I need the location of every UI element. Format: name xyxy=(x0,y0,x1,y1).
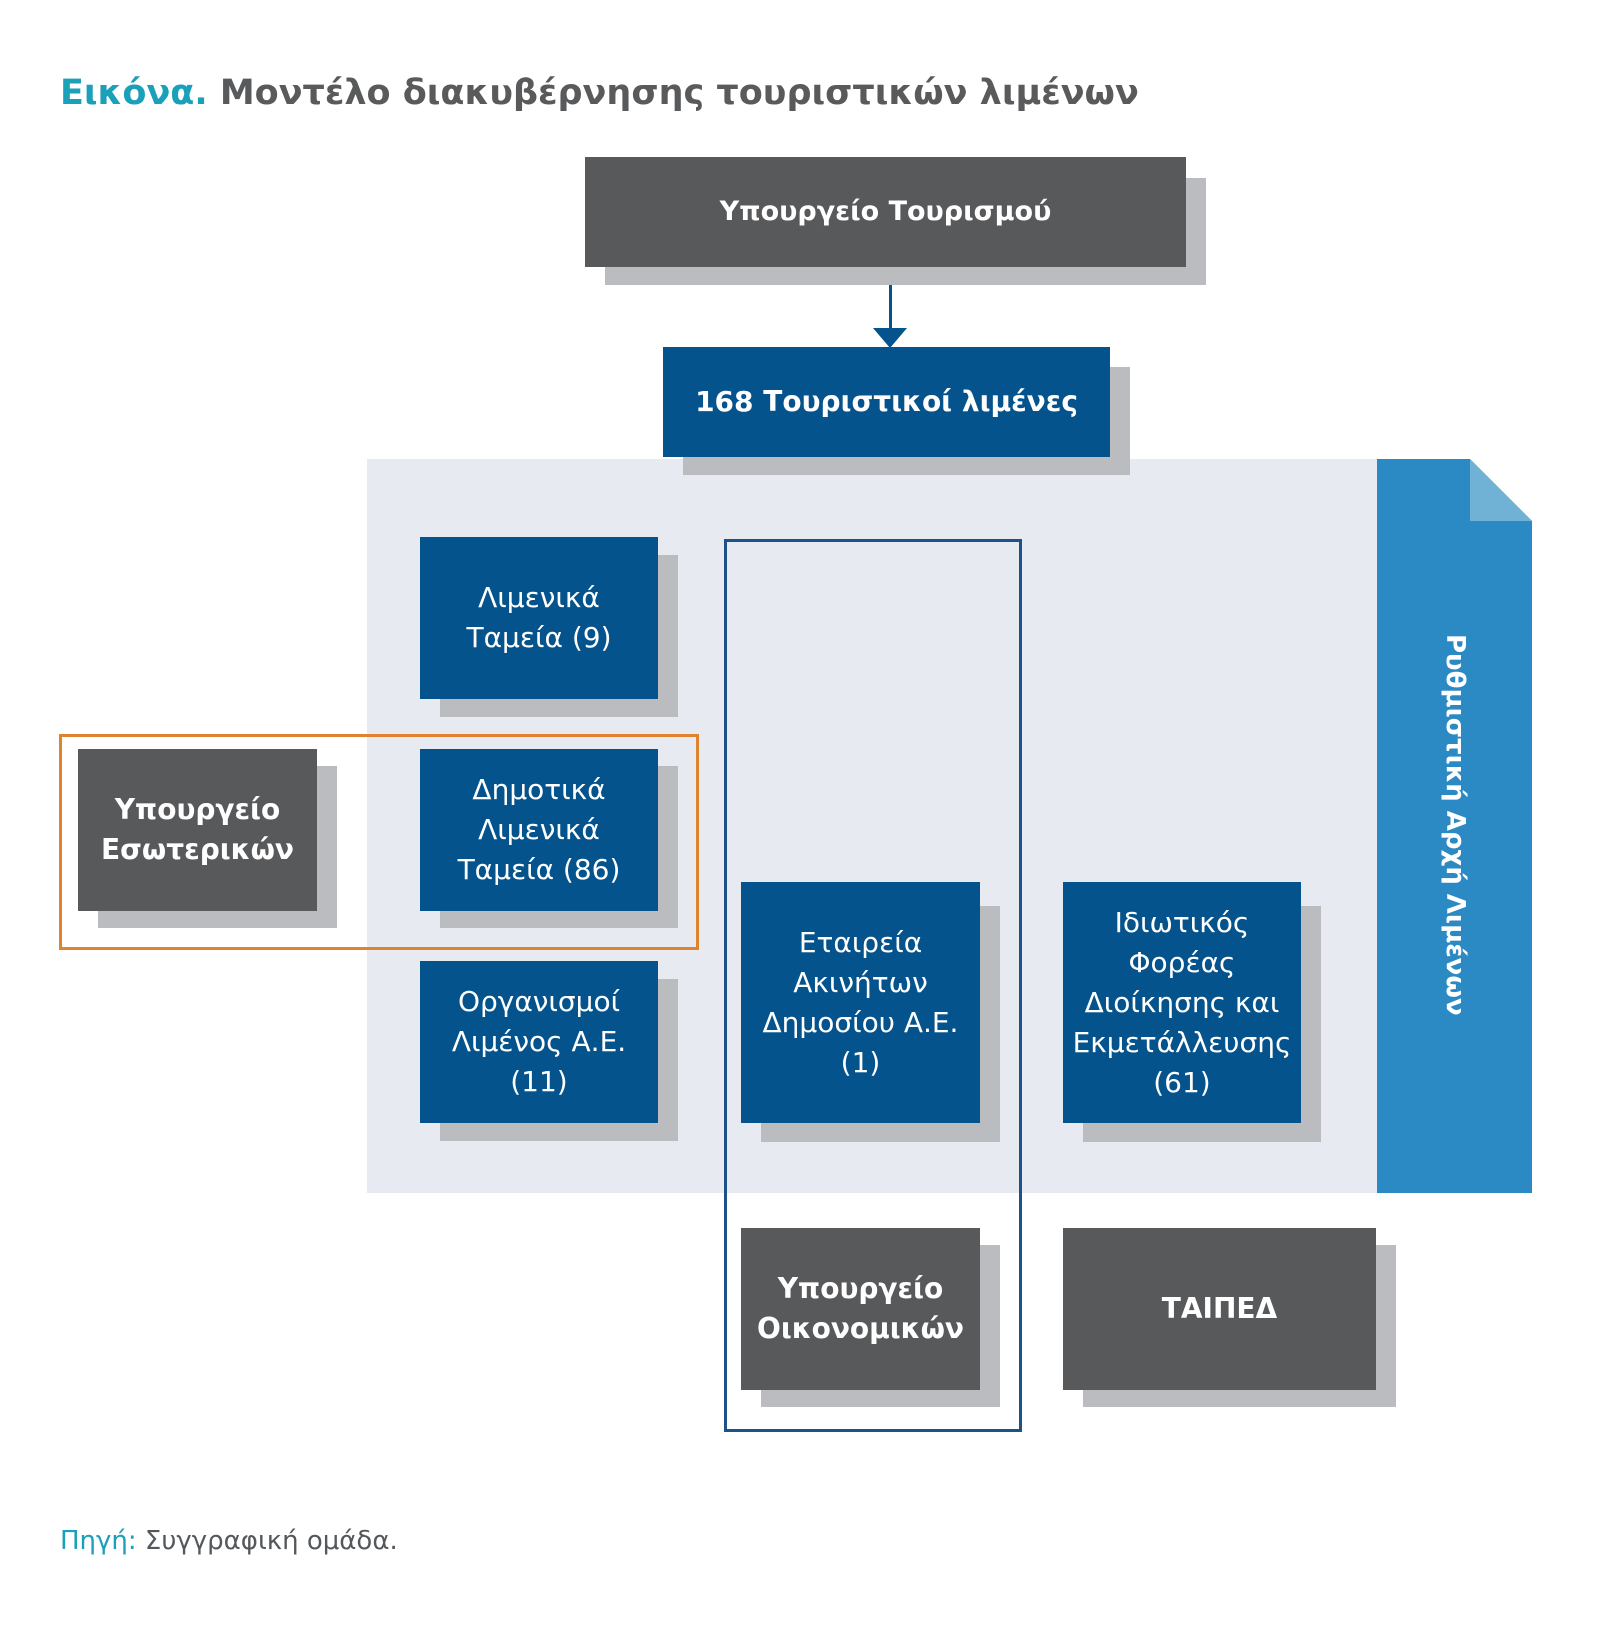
finance-group-frame xyxy=(724,539,1022,1432)
regulatory-authority-label: Ρυθμιστική Αρχή Λιμένων xyxy=(1440,634,1470,1016)
port-organizations-box: Οργανισμοί Λιμένος Α.Ε. (11) xyxy=(420,961,658,1123)
municipal-port-funds-box: Δημοτικά Λιμενικά Ταμεία (86) xyxy=(420,749,658,911)
port-funds-box: Λιμενικά Ταμεία (9) xyxy=(420,537,658,699)
figure-title-text: Μοντέλο διακυβέρνησης τουριστικών λιμένω… xyxy=(219,73,1139,113)
interior-highlight-frame xyxy=(59,734,699,950)
regulatory-authority-label-wrap: Ρυθμιστική Αρχή Λιμένων xyxy=(1416,630,1494,1020)
taiped-box: ΤΑΙΠΕΔ xyxy=(1063,1228,1376,1390)
figure-title: Εικόνα. Μοντέλο διακυβέρνησης τουριστικώ… xyxy=(60,73,1139,113)
ministry-tourism-box: Υπουργείο Τουρισμού xyxy=(585,157,1186,267)
regulatory-authority-tab xyxy=(1377,459,1532,1193)
source-note: Πηγή: Συγγραφική ομάδα. xyxy=(60,1526,398,1556)
figure-label: Εικόνα. xyxy=(60,73,208,113)
ministry-finance-box: Υπουργείο Οικονομικών xyxy=(741,1228,980,1390)
arrow-head xyxy=(873,328,907,348)
folded-corner xyxy=(1470,459,1532,521)
ministry-interior-box: Υπουργείο Εσωτερικών xyxy=(78,749,317,911)
source-text: Συγγραφική ομάδα. xyxy=(144,1526,398,1556)
public-property-company-box: Εταιρεία Ακινήτων Δημοσίου Α.Ε. (1) xyxy=(741,882,980,1123)
tourist-ports-box: 168 Τουριστικοί λιμένες xyxy=(663,347,1110,457)
arrow-line xyxy=(889,285,892,330)
source-label: Πηγή: xyxy=(60,1526,137,1556)
private-operator-box: Ιδιωτικός Φορέας Διοίκησης και Εκμετάλλε… xyxy=(1063,882,1301,1123)
